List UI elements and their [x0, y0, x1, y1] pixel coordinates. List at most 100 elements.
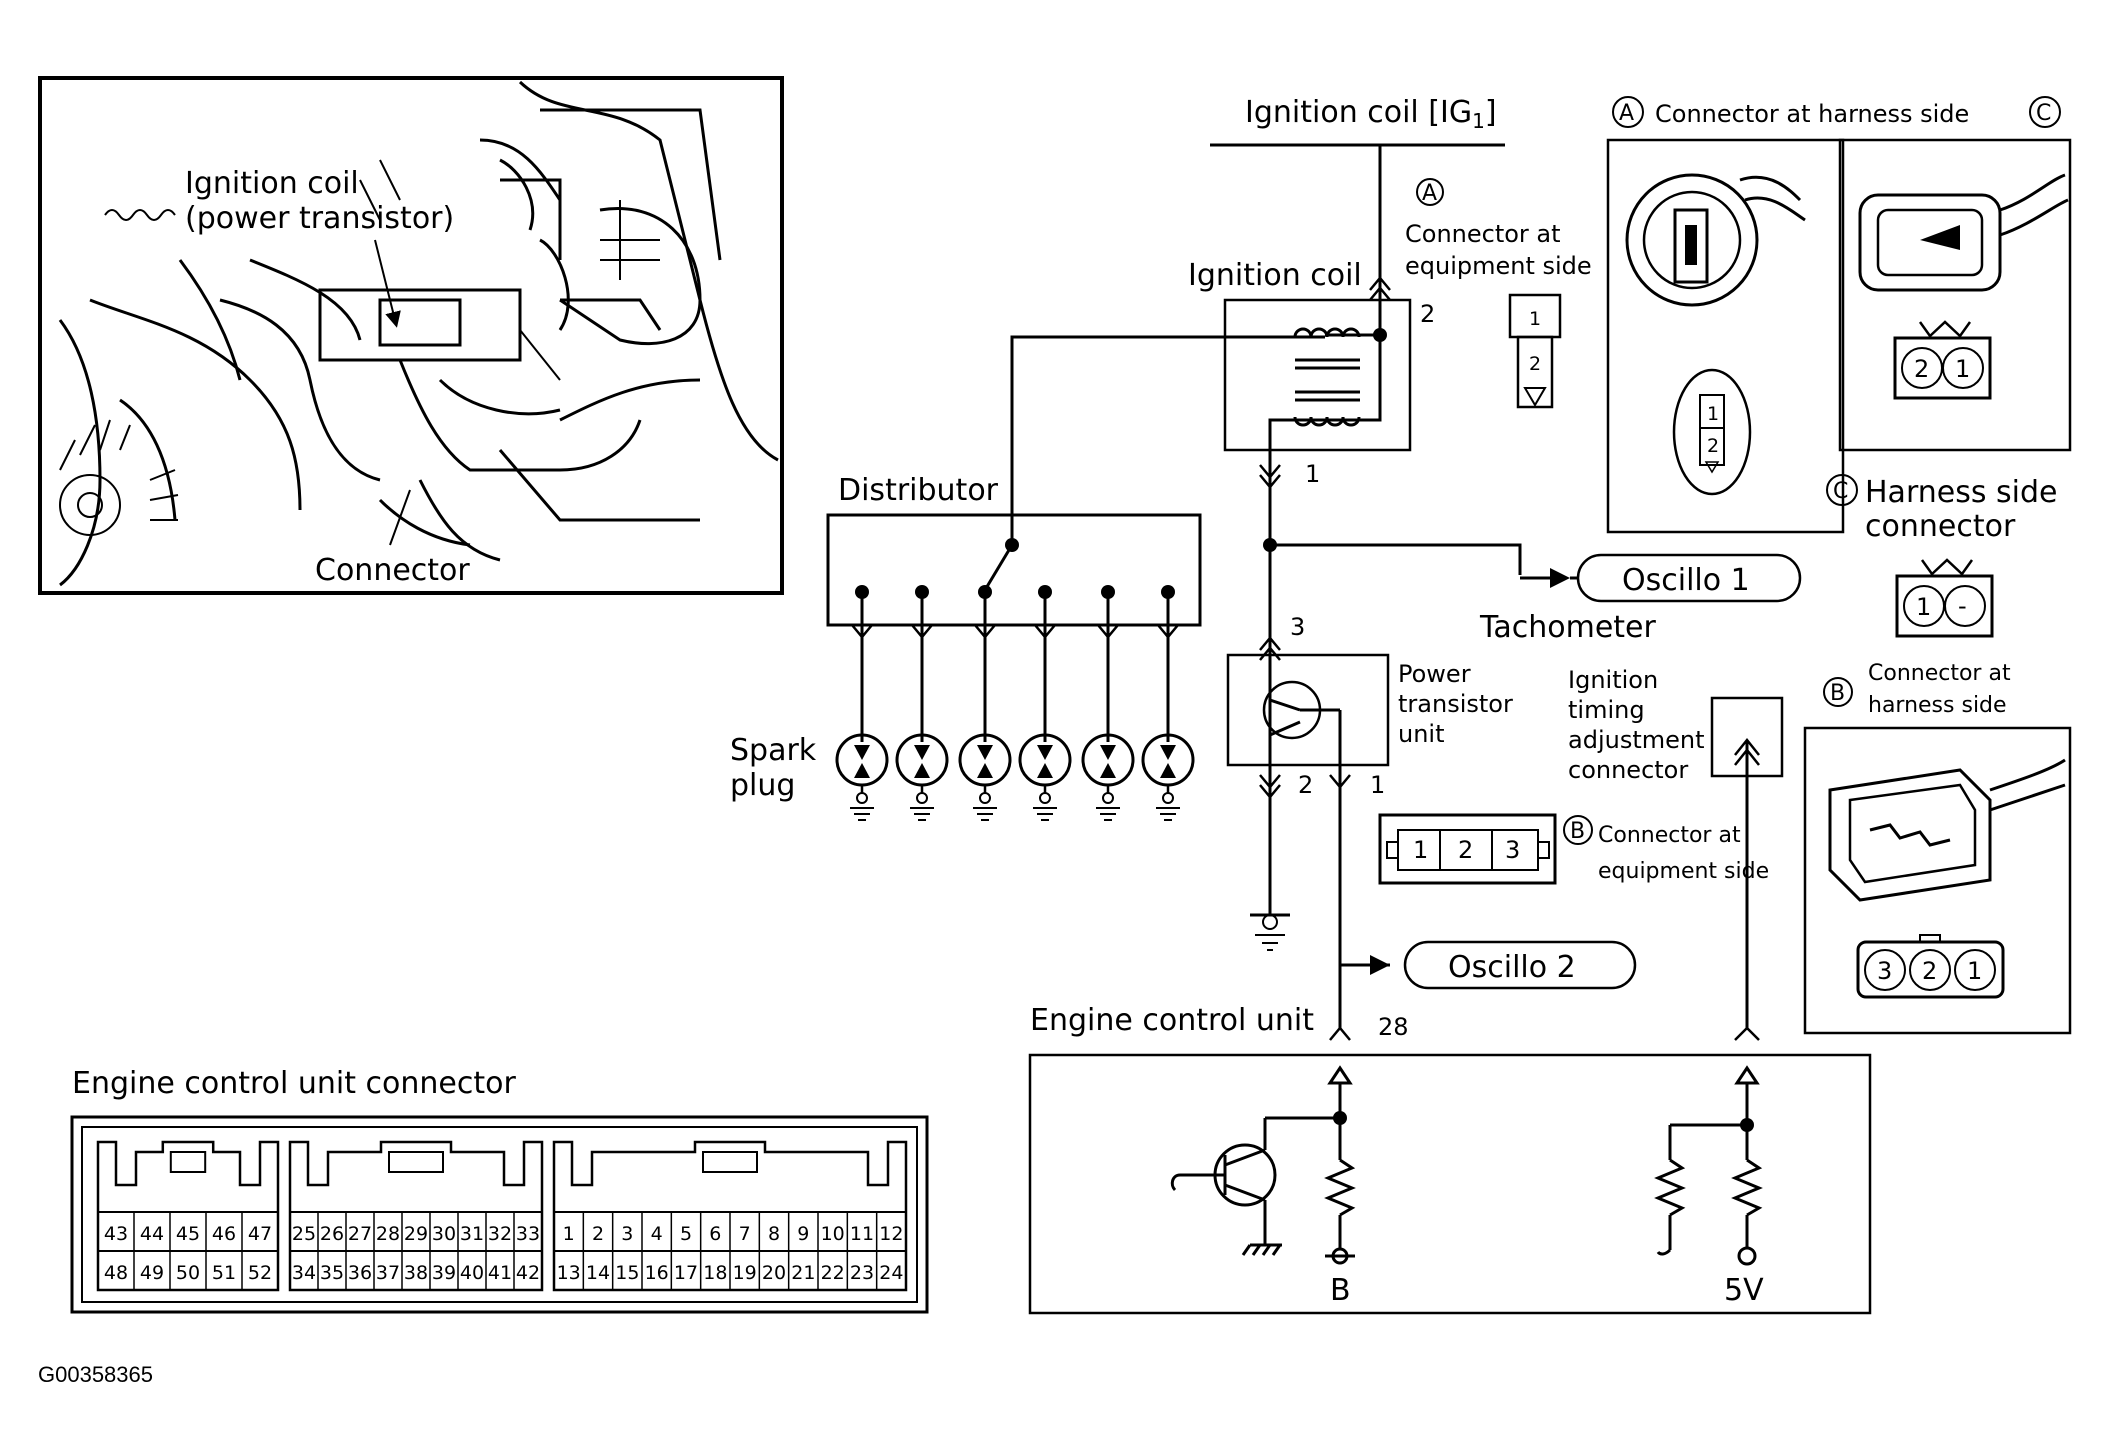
- ptu-terminal-2: 2: [1298, 771, 1313, 799]
- connector-b-equip-pin-3: 3: [1505, 836, 1520, 864]
- engine-control-unit-box: B 5V: [1028, 1053, 1872, 1315]
- ecu-pin: 35: [320, 1262, 344, 1284]
- ecu-pin: 31: [460, 1223, 484, 1245]
- ecu-pin: 25: [292, 1223, 316, 1245]
- ecu-pin: 51: [212, 1262, 236, 1284]
- ecu-pin: 26: [320, 1223, 344, 1245]
- connector-b-harness-side: B Connector at harness side 3 2 1: [1803, 661, 2072, 1035]
- ecu-pin: 40: [460, 1262, 484, 1284]
- timing-connector-label-2: timing: [1568, 696, 1645, 724]
- ecu-pin: 18: [703, 1262, 727, 1284]
- ecu-pin: 20: [762, 1262, 786, 1284]
- ecu-pin: 33: [516, 1223, 540, 1245]
- distributor-symbol: [826, 513, 1202, 627]
- figure-id: G00358365: [38, 1362, 153, 1387]
- connector-c-harness-side: C Harness side connector 1 -: [1826, 474, 2057, 638]
- ecu-pin: 49: [140, 1262, 164, 1284]
- ecu-pin: 48: [104, 1262, 128, 1284]
- connector-b-harness-marker: B: [1830, 681, 1845, 706]
- ignition-coil-ig1-label: Ignition coil [IG1]: [1245, 95, 1497, 133]
- connector-b-equip-pin-1: 1: [1413, 836, 1428, 864]
- ecu-pin: 13: [557, 1262, 581, 1284]
- ecu-pin: 42: [516, 1262, 540, 1284]
- ecu-pin: 47: [248, 1223, 272, 1245]
- engine-photo-panel: Ignition coil (power transistor) Connect…: [38, 76, 784, 595]
- spark-plug: [958, 585, 1012, 821]
- ecu-output-5v: 5V: [1724, 1273, 1764, 1308]
- connector-c-equip-pin-2: 2: [1914, 355, 1929, 383]
- ecu-pin: 10: [821, 1223, 845, 1245]
- ecu-pin: 24: [879, 1262, 903, 1284]
- connector-c-harness-pin-1: 1: [1916, 593, 1931, 621]
- ecu-pin: 36: [348, 1262, 372, 1284]
- ptu-terminal-3: 3: [1290, 613, 1305, 641]
- connector-a-equipment-side: A Connector at equipment side 1 2: [1405, 178, 1592, 409]
- oscillo-2-label: Oscillo 2: [1448, 950, 1576, 985]
- ecu-pin: 12: [879, 1223, 903, 1245]
- connector-b-harness-pin-3: 3: [1877, 957, 1892, 985]
- ecu-pin: 23: [850, 1262, 874, 1284]
- connector-c-equipment-side: 2 1: [1838, 138, 2072, 452]
- ecu-terminal-28: 28: [1378, 1013, 1409, 1041]
- ptu-label-1: Power: [1398, 660, 1471, 688]
- oscillo-1-label: Oscillo 1: [1622, 563, 1750, 598]
- connector-a-harness-marker: A: [1619, 101, 1634, 126]
- connector-c-harness-marker: C: [1833, 479, 1848, 504]
- ecu-connector-label: Engine control unit connector: [72, 1066, 516, 1101]
- ecu-pin: 32: [488, 1223, 512, 1245]
- ecu-pin: 19: [733, 1262, 757, 1284]
- ecu-pin: 37: [376, 1262, 400, 1284]
- connector-c-equipment-marker: C: [2036, 101, 2051, 126]
- ignition-coil-symbol: [1223, 276, 1412, 552]
- ecu-pin: 4: [651, 1223, 663, 1245]
- connector-b-equip-label-1: Connector at: [1598, 823, 1741, 848]
- connector-c-harness-label-1: Harness side: [1865, 475, 2057, 510]
- connector-b-equipment-side: 1 2 3 B Connector at equipment side: [1378, 813, 1769, 885]
- photo-connector-label: Connector: [315, 553, 470, 588]
- timing-connector-label-3: adjustment: [1568, 726, 1705, 754]
- connector-a-harness-side: 1 2: [1606, 138, 1845, 534]
- timing-connector-label-1: Ignition: [1568, 666, 1658, 694]
- spark-plug: [1141, 585, 1195, 821]
- ecu-pin: 17: [674, 1262, 698, 1284]
- ecu-pin: 22: [821, 1262, 845, 1284]
- connector-a-harness-pin-1: 1: [1707, 403, 1719, 425]
- ecu-pin: 15: [615, 1262, 639, 1284]
- spark-plug-label-1: Spark: [730, 733, 817, 768]
- ecu-pin: 45: [176, 1223, 200, 1245]
- ecu-pin: 50: [176, 1262, 200, 1284]
- oscillo-2-probe: Oscillo 2: [1370, 940, 1637, 990]
- spark-plug: [835, 585, 889, 821]
- ecu-pin: 38: [404, 1262, 428, 1284]
- ecu-pin: 7: [739, 1223, 751, 1245]
- spark-plugs: [835, 585, 1195, 821]
- connector-c-equip-pin-1: 1: [1955, 355, 1970, 383]
- ecu-output-b: B: [1330, 1273, 1351, 1308]
- spark-plug: [895, 585, 949, 821]
- tachometer-label: Tachometer: [1479, 610, 1657, 645]
- connector-b-harness-label-1: Connector at: [1868, 661, 2011, 686]
- connector-b-equip-label-2: equipment side: [1598, 859, 1769, 884]
- ecu-pin: 43: [104, 1223, 128, 1245]
- ignition-timing-connector-symbol: [1710, 696, 1784, 1041]
- ecu-pin: 29: [404, 1223, 428, 1245]
- ignition-coil-label: Ignition coil: [1188, 258, 1362, 293]
- connector-a-harness-pin-2: 2: [1707, 435, 1719, 457]
- spark-plug: [1081, 585, 1135, 821]
- ecu-pin: 16: [645, 1262, 669, 1284]
- ecu-pin: 27: [348, 1223, 372, 1245]
- connector-b-equip-pin-2: 2: [1458, 836, 1473, 864]
- engine-control-unit-label: Engine control unit: [1030, 1003, 1314, 1038]
- ecu-pin: 46: [212, 1223, 236, 1245]
- connector-a-marker: A: [1422, 181, 1437, 206]
- distributor-label: Distributor: [838, 473, 999, 508]
- connector-a-equip-pin-2: 2: [1529, 353, 1541, 375]
- connector-a-equip-label-1: Connector at: [1405, 220, 1561, 248]
- connector-b-harness-pin-1: 1: [1967, 957, 1982, 985]
- connector-a-equip-label-2: equipment side: [1405, 252, 1592, 280]
- connector-a-harness-label: Connector at harness side: [1655, 100, 1969, 128]
- ecu-pin: 14: [586, 1262, 610, 1284]
- connector-c-harness-pin-dash: -: [1958, 592, 1967, 620]
